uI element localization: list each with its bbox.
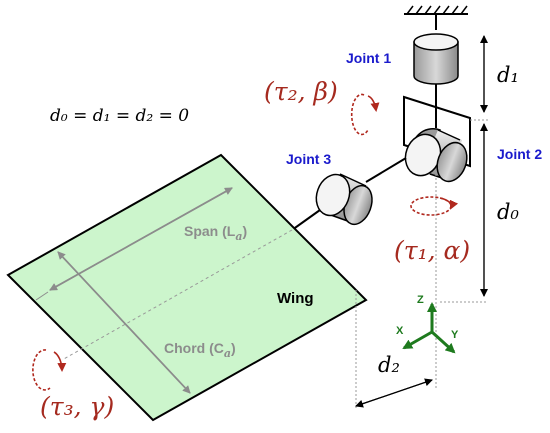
- distance-equation: d₀ = d₁ = d₂ = 0: [50, 106, 189, 126]
- rotation-arc-alpha: [410, 196, 459, 216]
- axis-z-label: Z: [417, 294, 424, 306]
- wing-plate: [6, 153, 368, 422]
- joint2-actuator: [404, 128, 468, 183]
- chord-arrow: [57, 251, 191, 394]
- coordinate-axes: [402, 302, 456, 354]
- span-label: Span (La): [184, 223, 247, 243]
- torque1-label: (τ₁, α): [394, 236, 470, 265]
- dimension-d2: [355, 378, 433, 408]
- joint3-label: Joint 3: [286, 151, 331, 167]
- torque2-label: (τ₂, β): [264, 77, 338, 106]
- axis-x-label: X: [396, 325, 404, 337]
- dimension-d1: [470, 35, 490, 121]
- joint1-label: Joint 1: [346, 50, 391, 66]
- rotation-arc-beta: [350, 93, 380, 136]
- ground-support: [404, 5, 468, 30]
- chord-label: Chord (Ca): [164, 340, 236, 360]
- dimension-d0: [440, 123, 488, 303]
- wing-axis: [61, 229, 293, 361]
- rotation-arc-gamma: [32, 349, 67, 391]
- d1-label: d₁: [497, 63, 519, 87]
- joint1-actuator: [413, 33, 459, 112]
- d0-label: d₀: [497, 200, 519, 224]
- torque3-label: (τ₃, γ): [40, 392, 114, 421]
- d2-label: d₂: [378, 353, 400, 377]
- joint2-label: Joint 2: [497, 146, 542, 162]
- wing-label: Wing: [277, 290, 314, 307]
- joint3-actuator: [289, 173, 373, 233]
- span-arrow: [35, 187, 233, 301]
- arm-link: [365, 157, 407, 183]
- axis-y-label: Y: [451, 329, 459, 341]
